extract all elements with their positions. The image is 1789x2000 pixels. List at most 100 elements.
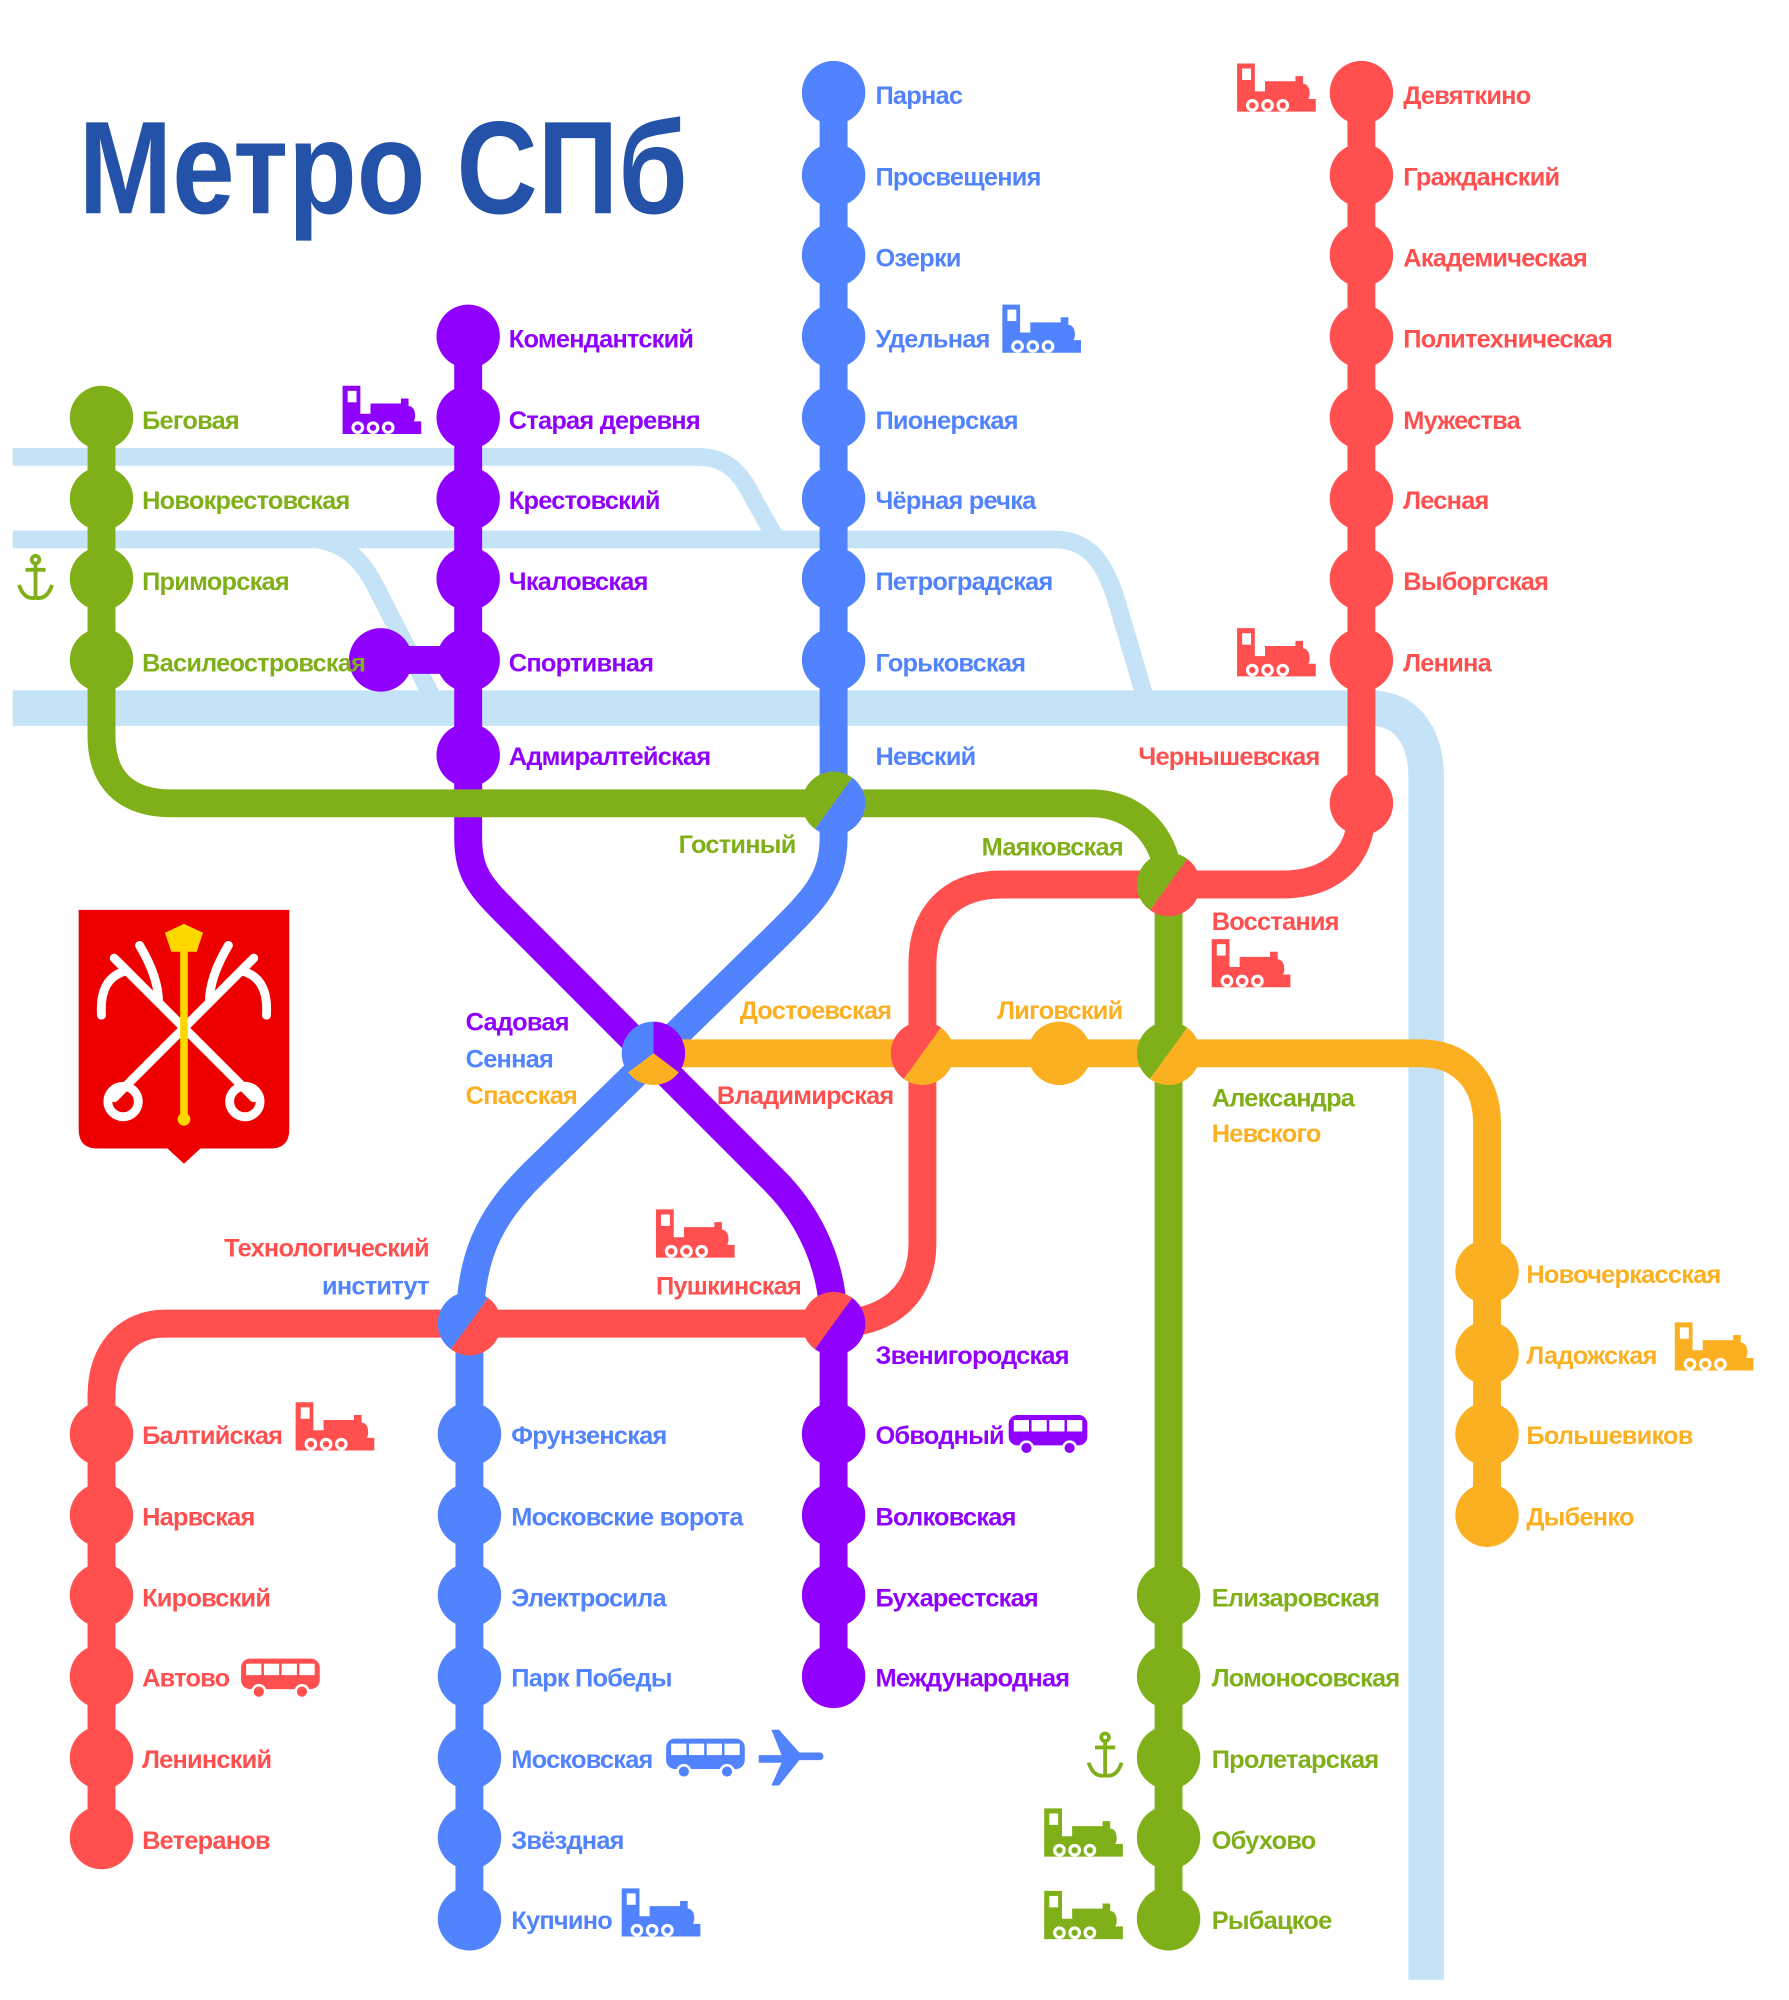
station-dot[interactable] (1329, 628, 1394, 692)
station-dot[interactable] (801, 143, 866, 207)
station-label[interactable]: Дыбенко (1526, 1503, 1634, 1531)
station-dot[interactable] (437, 1402, 502, 1466)
station-label[interactable]: Политехническая (1403, 326, 1613, 354)
station-label[interactable]: Волковская (875, 1503, 1016, 1531)
station-dot[interactable] (1455, 1402, 1519, 1466)
station-dot[interactable] (436, 385, 500, 450)
station-dot[interactable] (437, 1644, 502, 1709)
station-dot[interactable] (1329, 467, 1394, 531)
station-label[interactable]: Ветеранов (142, 1827, 271, 1855)
station-label[interactable]: Парк Победы (511, 1665, 672, 1693)
station-label[interactable]: Спасская (466, 1082, 578, 1110)
station-label[interactable]: Петроградская (875, 568, 1053, 596)
station-label[interactable]: Озерки (875, 244, 961, 272)
station-dot[interactable] (436, 304, 500, 369)
station-dot[interactable] (437, 1805, 502, 1870)
station-dot[interactable] (801, 60, 866, 125)
station-dot[interactable] (437, 1887, 502, 1951)
station-label[interactable]: Приморская (142, 568, 290, 596)
station-label[interactable]: Сенная (466, 1045, 554, 1073)
interchange-station[interactable] (621, 1021, 686, 1086)
station-label[interactable]: Мужества (1403, 407, 1522, 435)
interchange-station[interactable] (890, 1021, 955, 1085)
station-label[interactable]: Гостиный (679, 831, 797, 859)
interchange-station[interactable] (437, 1291, 502, 1356)
station-label[interactable]: Маяковская (982, 833, 1124, 861)
station-dot[interactable] (1455, 1239, 1519, 1304)
station-dot[interactable] (69, 1644, 134, 1709)
station-label[interactable]: Просвещения (875, 163, 1041, 191)
interchange-station[interactable] (801, 771, 866, 836)
station-label[interactable]: Рыбацкое (1212, 1907, 1333, 1935)
station-label[interactable]: Ленина (1403, 649, 1493, 677)
station-label[interactable]: институт (322, 1272, 430, 1300)
station-dot[interactable] (69, 1563, 134, 1627)
station-label[interactable]: Чёрная речка (875, 487, 1037, 515)
station-label[interactable]: Обухово (1212, 1827, 1317, 1855)
station-dot[interactable] (801, 1402, 866, 1466)
station-label[interactable]: Фрунзенская (511, 1422, 667, 1450)
station-dot[interactable] (437, 1483, 502, 1547)
station-dot[interactable] (1136, 1563, 1201, 1627)
station-dot[interactable] (69, 1725, 134, 1790)
station-dot[interactable] (1455, 1483, 1519, 1547)
station-label[interactable]: Купчино (511, 1907, 613, 1935)
station-label[interactable]: Московские ворота (511, 1503, 745, 1531)
station-label[interactable]: Лиговский (997, 997, 1123, 1025)
station-dot[interactable] (69, 1402, 134, 1466)
station-dot[interactable] (436, 467, 500, 531)
station-dot[interactable] (69, 1483, 134, 1547)
station-label[interactable]: Пролетарская (1212, 1746, 1379, 1774)
station-dot[interactable] (1136, 1805, 1201, 1870)
station-dot[interactable] (436, 628, 500, 692)
station-dot[interactable] (801, 467, 866, 531)
station-label[interactable]: Обводный (875, 1422, 1004, 1450)
station-label[interactable]: Беговая (142, 407, 240, 435)
interchange-station[interactable] (1136, 1021, 1201, 1085)
station-label[interactable]: Старая деревня (509, 407, 701, 435)
station-label[interactable]: Невский (875, 743, 976, 771)
station-dot[interactable] (1329, 304, 1394, 369)
station-dot[interactable] (801, 1483, 866, 1547)
station-label[interactable]: Девяткино (1403, 82, 1531, 110)
station-label[interactable]: Пушкинская (656, 1272, 802, 1300)
station-label[interactable]: Электросила (511, 1585, 668, 1613)
station-label[interactable]: Кировский (142, 1585, 271, 1613)
station-label[interactable]: Адмиралтейская (509, 743, 711, 771)
station-label[interactable]: Владимирская (717, 1082, 894, 1110)
station-label[interactable]: Международная (875, 1665, 1070, 1693)
station-label[interactable]: Ладожская (1526, 1342, 1657, 1370)
station-label[interactable]: Спортивная (509, 649, 654, 677)
station-dot[interactable] (436, 546, 500, 611)
station-label[interactable]: Большевиков (1526, 1422, 1693, 1450)
station-label[interactable]: Чернышевская (1138, 743, 1320, 771)
station-label[interactable]: Крестовский (509, 487, 661, 515)
station-label[interactable]: Парнас (875, 82, 963, 110)
station-dot[interactable] (1329, 546, 1394, 611)
station-label[interactable]: Академическая (1403, 244, 1587, 272)
station-label[interactable]: Василеостровская (142, 649, 366, 677)
station-label[interactable]: Достоевская (740, 997, 892, 1025)
station-dot[interactable] (1027, 1021, 1092, 1086)
station-dot[interactable] (801, 304, 866, 369)
station-label[interactable]: Звенигородская (875, 1342, 1069, 1370)
station-dot[interactable] (1455, 1321, 1519, 1385)
station-dot[interactable] (1329, 143, 1394, 207)
station-label[interactable]: Выборгская (1403, 568, 1549, 596)
station-dot[interactable] (801, 223, 866, 287)
station-dot[interactable] (1136, 1887, 1201, 1951)
station-label[interactable]: Удельная (875, 326, 990, 354)
station-label[interactable]: Горьковская (875, 649, 1026, 677)
station-dot[interactable] (801, 1644, 866, 1709)
station-label[interactable]: Технологический (224, 1234, 429, 1262)
station-label[interactable]: Садовая (466, 1008, 570, 1036)
station-dot[interactable] (437, 1725, 502, 1790)
station-dot[interactable] (69, 546, 134, 611)
interchange-station[interactable] (1136, 852, 1201, 917)
station-dot[interactable] (348, 628, 413, 692)
station-dot[interactable] (801, 1563, 866, 1627)
station-label[interactable]: Балтийская (142, 1422, 283, 1450)
station-label[interactable]: Александра (1212, 1085, 1357, 1113)
station-label[interactable]: Гражданский (1403, 163, 1560, 191)
station-dot[interactable] (1329, 385, 1394, 450)
